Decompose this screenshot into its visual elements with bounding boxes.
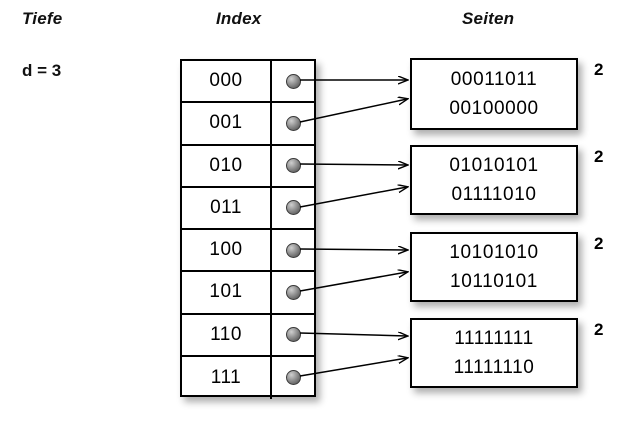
bullet-icon [285, 200, 301, 216]
bullet-icon [285, 242, 301, 258]
page-record: 01010101 [449, 154, 539, 176]
index-pointer-cell [272, 315, 314, 355]
page-local-depth: 2 [594, 320, 604, 339]
index-key: 101 [182, 272, 272, 313]
index-key: 111 [182, 356, 272, 399]
page-bucket: 11111111 11111110 [410, 318, 578, 388]
page-record: 01111010 [451, 184, 537, 205]
index-pointer-cell [272, 272, 314, 312]
table-row: 011 [182, 187, 314, 230]
pointer-arrow-110 [299, 333, 407, 336]
pointer-arrow-010 [299, 164, 407, 165]
global-depth-label: d = 3 [22, 61, 62, 80]
table-row: 000 [182, 61, 314, 104]
pointer-arrow-100 [299, 249, 407, 250]
pointer-arrow-011 [299, 187, 407, 208]
bullet-icon [285, 284, 301, 300]
heading-tiefe: Tiefe [22, 9, 63, 28]
page-record: 10101010 [449, 241, 539, 263]
heading-index: Index [216, 9, 262, 28]
table-row: 110 [182, 314, 314, 357]
page-local-depth: 2 [594, 234, 604, 253]
index-key: 110 [182, 314, 272, 355]
index-key: 000 [182, 61, 272, 102]
index-key: 011 [182, 187, 272, 228]
bullet-icon [285, 73, 301, 89]
index-pointer-cell [272, 61, 314, 101]
index-pointer-cell [272, 188, 314, 228]
page-bucket: 01010101 01111010 [410, 145, 578, 215]
page-record: 00100000 [449, 98, 539, 119]
index-key: 010 [182, 145, 272, 186]
bullet-icon [285, 158, 301, 174]
table-row: 010 [182, 145, 314, 188]
bullet-icon [285, 370, 301, 386]
page-local-depth: 2 [594, 60, 604, 79]
bullet-icon [285, 115, 301, 131]
pointer-arrow-101 [299, 272, 407, 292]
index-pointer-cell [272, 146, 314, 186]
page-local-depth: 2 [594, 147, 604, 166]
index-key: 100 [182, 230, 272, 271]
bullet-icon [285, 327, 301, 343]
pointer-arrow-001 [299, 99, 407, 123]
table-row: 101 [182, 272, 314, 315]
table-row: 001 [182, 103, 314, 146]
table-row: 111 [182, 356, 314, 399]
index-pointer-cell [272, 103, 314, 143]
page-bucket: 00011011 00100000 [410, 58, 578, 130]
index-pointer-cell [272, 230, 314, 270]
table-row: 100 [182, 230, 314, 273]
index-key: 001 [182, 103, 272, 144]
index-directory-table: 000 001 010 011 100 [180, 59, 316, 399]
heading-seiten: Seiten [462, 9, 515, 28]
page-bucket: 10101010 10110101 [410, 232, 578, 302]
page-record: 10110101 [450, 271, 538, 292]
page-record: 00011011 [450, 68, 538, 90]
pointer-arrow-111 [299, 358, 407, 377]
page-record: 11111110 [453, 357, 535, 378]
index-pointer-cell [272, 357, 314, 399]
page-record: 11111111 [454, 327, 534, 349]
